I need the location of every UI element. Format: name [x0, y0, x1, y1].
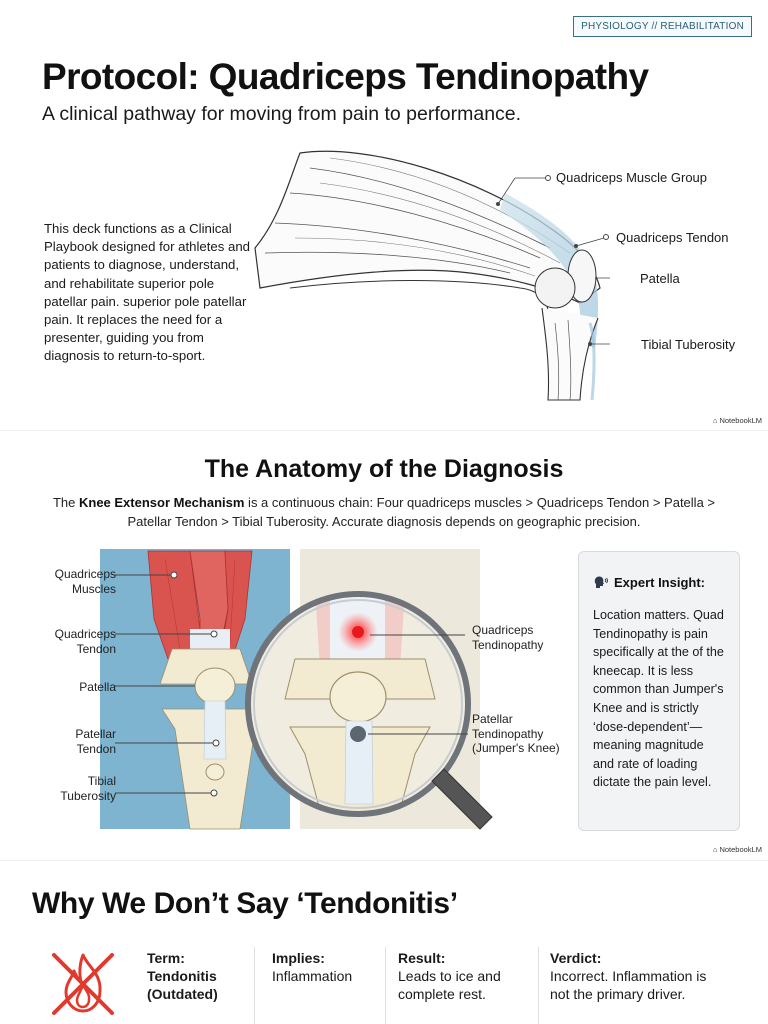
- notebooklm-watermark: ⌂ NotebookLM: [712, 416, 762, 425]
- page-title: Protocol: Quadriceps Tendinopathy: [42, 56, 649, 97]
- page-subtitle: A clinical pathway for moving from pain …: [42, 103, 522, 125]
- no-fire-icon: [52, 953, 114, 1015]
- callout-muscle-group: Quadriceps Muscle Group: [556, 170, 708, 185]
- insight-heading: Expert Insight:: [614, 574, 706, 590]
- divider: [538, 947, 539, 1024]
- notebooklm-watermark-2: ⌂ NotebookLM: [712, 845, 762, 854]
- column-implies: Implies: Inflammation: [272, 950, 353, 984]
- speaking-head-icon: [594, 576, 608, 588]
- column-result: Result: Leads to ice and complete rest.: [398, 950, 501, 1002]
- insight-text: Location matters. Quad Tendinopathy is p…: [593, 608, 724, 790]
- section-body: The Knee Extensor Mechanism is a continu…: [52, 495, 716, 529]
- knee-illustration: [254, 150, 610, 401]
- column-verdict: Verdict: Incorrect. Inflammation is not …: [550, 950, 707, 1002]
- slide-intro: PHYSIOLOGY // REHABILITATION Protocol: Q…: [0, 0, 768, 430]
- label-patella: Patella: [79, 680, 116, 694]
- section-title-3: Why We Don’t Say ‘Tendonitis’: [32, 887, 458, 920]
- category-tag: PHYSIOLOGY // REHABILITATION: [573, 16, 752, 37]
- slide-anatomy: The Anatomy of the Diagnosis The Knee Ex…: [0, 430, 768, 860]
- callout-patella: Patella: [640, 271, 680, 286]
- callout-quad-tendon: Quadriceps Tendon: [616, 230, 729, 245]
- divider: [385, 947, 386, 1024]
- section-title: The Anatomy of the Diagnosis: [204, 455, 564, 483]
- slide-terminology: Why We Don’t Say ‘Tendonitis’ Term: Tend…: [0, 860, 768, 1024]
- callout-tibial: Tibial Tuberosity: [641, 337, 736, 352]
- column-term: Term: Tendonitis (Outdated): [147, 950, 218, 1002]
- divider: [254, 947, 255, 1024]
- expert-insight-card: Expert Insight: Location matters. Quad T…: [578, 551, 740, 831]
- anatomy-illustration: [100, 549, 493, 830]
- intro-paragraph: This deck functions as a Clinical Playbo…: [44, 221, 251, 364]
